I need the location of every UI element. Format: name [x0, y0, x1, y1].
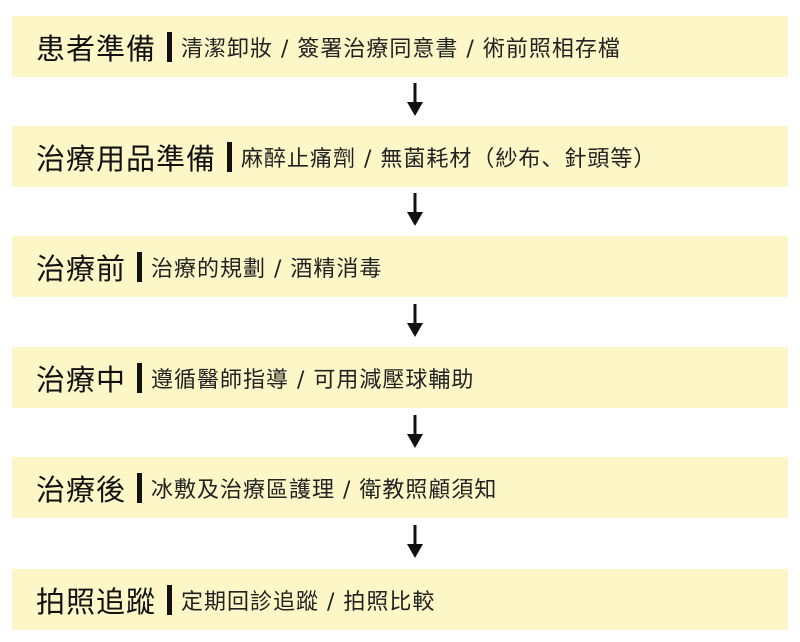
- down-arrow-icon: [403, 193, 427, 227]
- step-title: 拍照追蹤: [36, 584, 157, 619]
- step-supplies-preparation: 治療用品準備 麻醉止痛劑 / 無菌耗材（紗布、針頭等）: [12, 126, 788, 187]
- down-arrow-icon: [403, 83, 427, 117]
- title-divider: [137, 472, 143, 503]
- step-during-treatment: 治療中 遵循醫師指導 / 可用減壓球輔助: [12, 347, 788, 408]
- step-detail: 遵循醫師指導 / 可用減壓球輔助: [151, 367, 475, 393]
- step-title: 治療後: [36, 472, 127, 507]
- title-divider: [167, 31, 173, 62]
- step-detail: 治療的規劃 / 酒精消毒: [151, 256, 383, 282]
- step-title: 治療前: [36, 251, 127, 286]
- step-detail: 冰敷及治療區護理 / 衛教照顧須知: [151, 477, 498, 503]
- step-title: 治療用品準備: [36, 141, 217, 176]
- down-arrow-icon: [403, 304, 427, 338]
- down-arrow-icon: [403, 525, 427, 559]
- step-title: 患者準備: [36, 31, 157, 66]
- step-detail: 麻醉止痛劑 / 無菌耗材（紗布、針頭等）: [241, 146, 657, 172]
- step-photo-follow-up: 拍照追蹤 定期回診追蹤 / 拍照比較: [12, 569, 788, 630]
- title-divider: [227, 141, 233, 172]
- step-detail: 清潔卸妝 / 簽署治療同意書 / 術前照相存檔: [181, 36, 621, 62]
- title-divider: [137, 362, 143, 393]
- step-before-treatment: 治療前 治療的規劃 / 酒精消毒: [12, 236, 788, 297]
- step-detail: 定期回診追蹤 / 拍照比較: [181, 589, 436, 615]
- step-after-treatment: 治療後 冰敷及治療區護理 / 衛教照顧須知: [12, 457, 788, 518]
- title-divider: [137, 251, 143, 282]
- title-divider: [167, 584, 173, 615]
- down-arrow-icon: [403, 415, 427, 449]
- step-title: 治療中: [36, 362, 127, 397]
- step-patient-preparation: 患者準備 清潔卸妝 / 簽署治療同意書 / 術前照相存檔: [12, 16, 788, 77]
